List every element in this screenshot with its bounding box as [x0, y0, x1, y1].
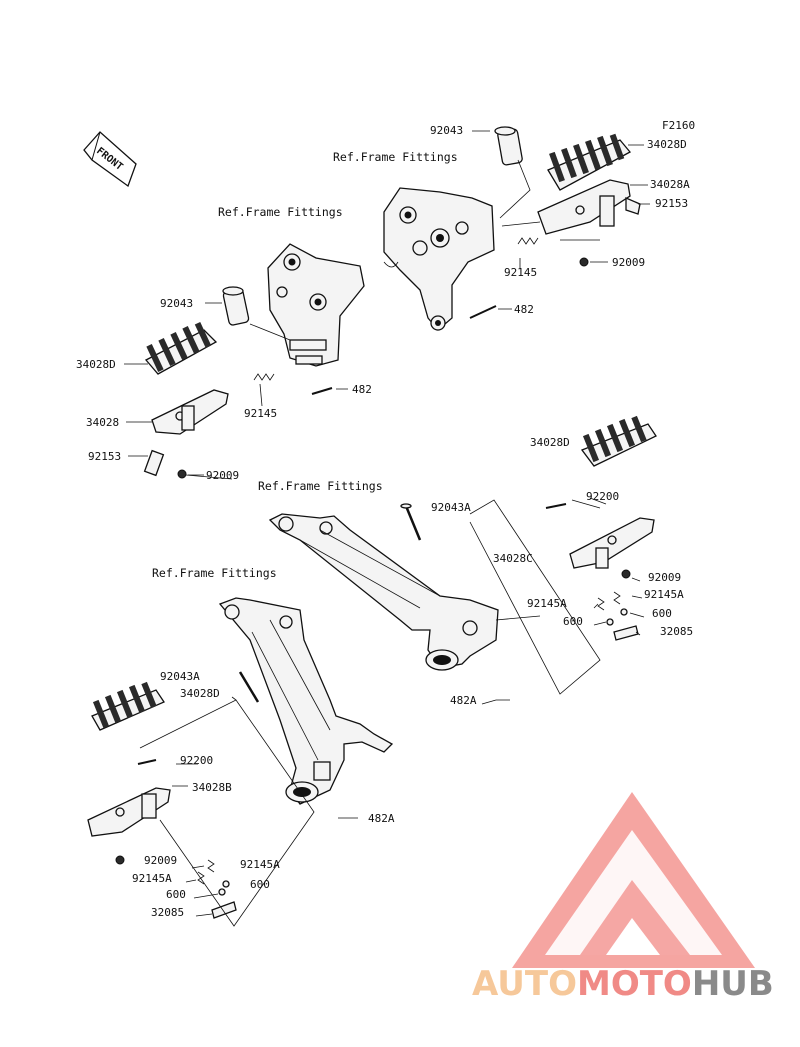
part-600-right-1: 600	[652, 607, 672, 620]
upper-right-spring-92145	[517, 237, 539, 245]
part-34028D-low: 34028D	[180, 687, 220, 700]
watermark-text: AUTOMOTOHUB	[472, 964, 774, 1004]
part-92145A-right-1: 92145A	[644, 588, 684, 601]
watermark-logo	[512, 792, 755, 968]
upper-right-pin-92043	[494, 126, 523, 166]
part-34028A: 34028A	[650, 178, 690, 191]
ref-frame-fittings-lower-left: Ref.Frame Fittings	[152, 566, 277, 580]
part-600-right-2: 600	[563, 615, 583, 628]
part-labels: 92043 34028D 34028A 92153 92009 92145 48…	[76, 124, 693, 919]
upper-right-bracket	[383, 187, 495, 331]
middle-right-pin-92043A	[400, 503, 422, 541]
part-92200-right: 92200	[586, 490, 619, 503]
part-34028C: 34028C	[493, 552, 533, 565]
part-32085-right: 32085	[660, 625, 693, 638]
part-482-right: 482	[514, 303, 534, 316]
part-482A-left: 482A	[368, 812, 395, 825]
upper-left-footpeg	[143, 321, 229, 479]
ref-frame-fittings-upper-right: Ref.Frame Fittings	[333, 150, 458, 164]
part-92145-right: 92145	[504, 266, 537, 279]
part-482A-right: 482A	[450, 694, 477, 707]
part-92009-mid: 92009	[648, 571, 681, 584]
lower-left-footpeg	[87, 681, 237, 919]
part-92043A-right: 92043A	[431, 501, 471, 514]
part-92145A-left-1: 92145A	[240, 858, 280, 871]
ref-frame-fittings-lower-right: Ref.Frame Fittings	[258, 479, 383, 493]
upper-left-spring-92145	[253, 373, 275, 381]
part-92043-left: 92043	[160, 297, 193, 310]
part-92200-left: 92200	[180, 754, 213, 767]
ref-frame-fittings-upper-left: Ref.Frame Fittings	[218, 205, 343, 219]
part-32085-left: 32085	[151, 906, 184, 919]
part-92145A-left-2: 92145A	[132, 872, 172, 885]
upper-right-pin-482	[469, 305, 497, 319]
part-92009-right: 92009	[612, 256, 645, 269]
lower-left-pin-92043A	[238, 671, 260, 703]
diagram-code: F2160	[662, 119, 695, 132]
upper-left-pin-92043	[222, 286, 250, 326]
part-34028D-left: 34028D	[76, 358, 116, 371]
upper-left-bracket	[267, 243, 365, 367]
part-34028D-mid: 34028D	[530, 436, 570, 449]
front-arrow-marker: FRONT	[83, 131, 137, 188]
part-34028B: 34028B	[192, 781, 232, 794]
part-600-left-2: 600	[166, 888, 186, 901]
part-34028: 34028	[86, 416, 119, 429]
part-92009-low: 92009	[144, 854, 177, 867]
part-92043-top: 92043	[430, 124, 463, 137]
upper-right-footpeg	[501, 133, 641, 267]
middle-right-footpeg	[545, 415, 657, 641]
part-600-left-1: 600	[250, 878, 270, 891]
part-34028D-top: 34028D	[647, 138, 687, 151]
part-92043A-left: 92043A	[160, 670, 200, 683]
part-92153-left: 92153	[88, 450, 121, 463]
middle-right-bracket	[268, 513, 499, 671]
part-92153-right: 92153	[655, 197, 688, 210]
upper-left-pin-482	[311, 387, 333, 395]
part-92145-left: 92145	[244, 407, 277, 420]
part-92145A-right-2: 92145A	[527, 597, 567, 610]
part-92009-left: 92009	[206, 469, 239, 482]
part-482-left: 482	[352, 383, 372, 396]
lower-left-bracket	[218, 597, 394, 805]
